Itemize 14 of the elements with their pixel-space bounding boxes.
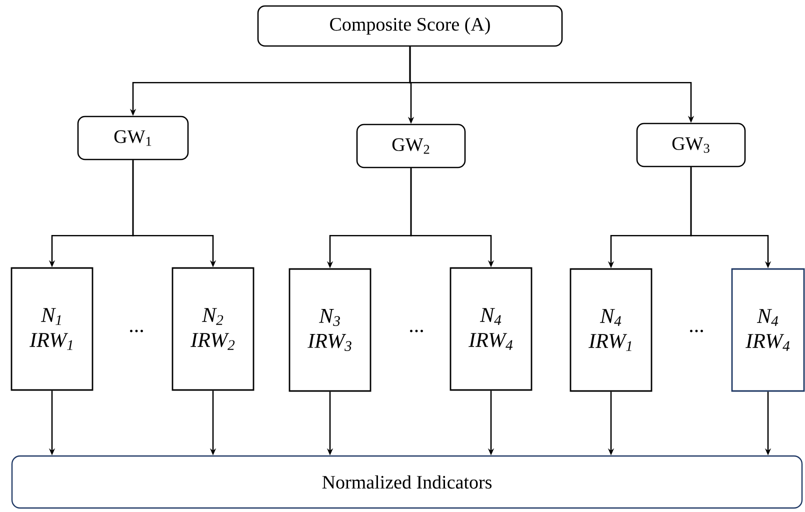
weight-box: GW$_{3}$ [636,122,746,168]
indicator-box: N$_{4}$ IRW$_{4}$ [731,268,805,392]
ellipsis-text: ... [410,330,423,332]
weight-box: GW$_{1}$ [77,116,189,160]
indicator-bar: Normalized Indicators [11,455,803,509]
ellipsis-text: ... [130,330,143,332]
ellipsis-text: ... [690,330,703,332]
indicator-box: N$_{3}$ IRW$_{3}$ [288,268,372,392]
indicator-box: N$_{4}$ IRW$_{1}$ [570,268,652,392]
score-box: Composite Score (A) [257,5,563,47]
indicator-box: N$_{4}$ IRW$_{4}$ [450,267,532,391]
weight-box: GW$_{2}$ [356,124,466,168]
indicator-box: N$_{1}$ IRW$_{1}$ [10,267,94,391]
indicator-box: N$_{2}$ IRW$_{2}$ [172,267,254,391]
